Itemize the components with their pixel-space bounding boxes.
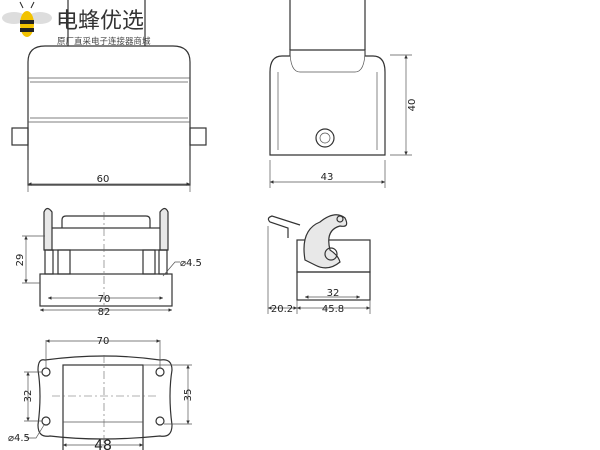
side-top-view: 43 40 [269, 0, 418, 188]
dim-hole-4-5: ⌀4.5 [180, 258, 202, 269]
dim-hole-4-5-bottom: ⌀4.5 [8, 433, 30, 444]
logo-tagline: 原厂直采电子连接器商城 [57, 36, 151, 47]
bee-icon [2, 1, 52, 37]
logo: 电蜂优选 原厂直采电子连接器商城 [2, 1, 151, 47]
dim-height-29: 29 [15, 254, 26, 267]
front-top-view: 60 [11, 0, 207, 192]
logo-name: 电蜂优选 [56, 9, 144, 34]
bottom-view: 70 32 35 ⌀4.5 48 [8, 336, 194, 450]
dim-32: 32 [327, 288, 340, 299]
dim-32-bottom: 32 [23, 390, 34, 403]
dim-82: 82 [98, 307, 111, 318]
side-mid-view: 20.2 45.8 32 [267, 214, 371, 315]
dim-35: 35 [183, 389, 194, 402]
front-mid-view: 29 ⌀4.5 70 82 [15, 207, 202, 318]
dim-height-40: 40 [407, 99, 418, 112]
dim-70: 70 [98, 294, 111, 305]
dim-45-8: 45.8 [322, 304, 344, 315]
dim-70-bottom: 70 [97, 336, 110, 347]
dim-20-2: 20.2 [271, 304, 293, 315]
dim-48: 48 [94, 438, 112, 450]
dim-width-43: 43 [321, 172, 334, 183]
dim-width-60: 60 [97, 174, 110, 185]
